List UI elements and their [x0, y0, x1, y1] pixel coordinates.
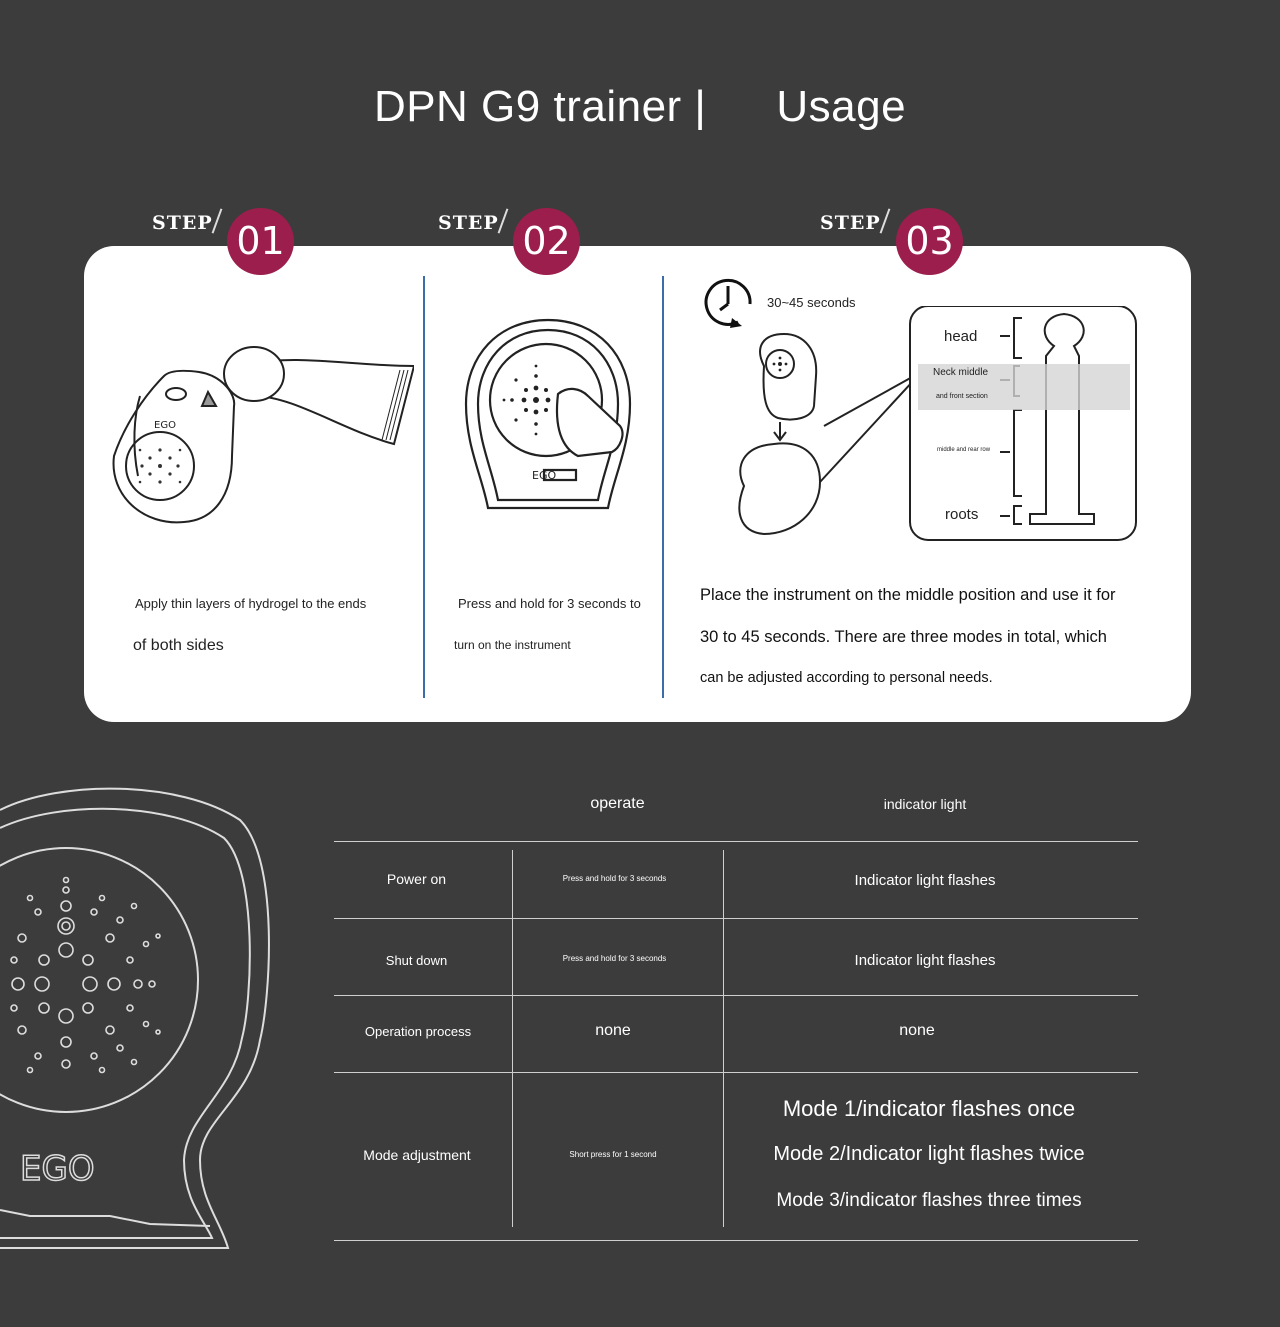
table-rule-4 — [334, 1072, 1138, 1073]
steps-card: EGO Apply thin layers of hydrogel to the… — [84, 246, 1191, 722]
step-1-text-line1: Apply thin layers of hydrogel to the end… — [135, 596, 367, 611]
row-indicator: Indicator light flashes — [854, 952, 996, 969]
divider-1 — [423, 276, 425, 698]
table-rule-5 — [334, 1240, 1138, 1241]
large-device-logo: EGO — [20, 1149, 95, 1189]
step-3-number: 03 — [896, 208, 963, 275]
row-operate: Press and hold for 3 seconds — [562, 874, 667, 883]
step2-device-logo: EGO — [532, 469, 556, 482]
table-rule-1 — [334, 841, 1138, 842]
row-indicator: Indicator light flashes — [854, 872, 996, 889]
mode-1-text: Mode 1/indicator flashes once — [782, 1096, 1076, 1121]
step-3-text-line3: can be adjusted according to personal ne… — [700, 670, 993, 686]
table-col-divider-2 — [723, 850, 724, 1227]
diagram-neck-label: Neck middle — [933, 367, 989, 378]
gel-tube-device-illustration: EGO — [112, 346, 414, 524]
timer-text: 30~45 seconds — [767, 295, 856, 310]
row-operate: Press and hold for 3 seconds — [562, 954, 667, 963]
page-title: DPN G9 trainer | Usage — [0, 82, 1280, 132]
row-operate: Short press for 1 second — [569, 1150, 657, 1159]
step-2-number: 02 — [513, 208, 580, 275]
divider-2 — [662, 276, 664, 698]
header-indicator: indicator light — [883, 796, 967, 812]
row-name: Shut down — [385, 953, 448, 968]
step-2-text-line1: Press and hold for 3 seconds to — [458, 596, 641, 611]
device-press-illustration: EGO — [464, 318, 632, 510]
step-3-label: STEP — [820, 212, 881, 234]
timer-icon — [704, 278, 752, 328]
table-rule-2 — [334, 918, 1138, 919]
row-name: Mode adjustment — [363, 1147, 471, 1163]
diagram-head-label: head — [944, 328, 978, 345]
step-1-label: STEP — [152, 212, 213, 234]
step-2-label: STEP — [438, 212, 499, 234]
diagram-front-label: and front section — [936, 393, 988, 400]
step-1-slash — [211, 208, 223, 234]
step-3-slash — [879, 208, 891, 234]
title-product: DPN G9 trainer | — [373, 82, 707, 131]
title-section: Usage — [776, 82, 907, 131]
mode-2-text: Mode 2/Indicator light flashes twice — [773, 1143, 1085, 1165]
step-2-slash — [497, 208, 509, 234]
diagram-rear-label: middle and rear row — [937, 447, 991, 453]
header-operate: operate — [590, 795, 645, 812]
table-rule-3 — [334, 995, 1138, 996]
step-1-number: 01 — [227, 208, 294, 275]
step-2-text-line2: turn on the instrument — [454, 638, 571, 652]
diagram-roots-label: roots — [945, 506, 979, 523]
row-operate: none — [595, 1022, 631, 1039]
device-outline-illustration: EGO — [0, 787, 270, 1249]
row-indicator: none — [899, 1022, 935, 1039]
step-1-text-line2: of both sides — [133, 637, 224, 654]
step-3-text-line2: 30 to 45 seconds. There are three modes … — [700, 628, 1107, 646]
step-3-text-line1: Place the instrument on the middle posit… — [700, 586, 1116, 604]
step1-device-logo: EGO — [154, 420, 176, 431]
row-name: Operation process — [364, 1024, 472, 1039]
row-name: Power on — [386, 871, 447, 887]
mode-3-text: Mode 3/indicator flashes three times — [776, 1190, 1082, 1211]
placement-diagram — [738, 306, 1137, 541]
table-col-divider-1 — [512, 850, 513, 1227]
